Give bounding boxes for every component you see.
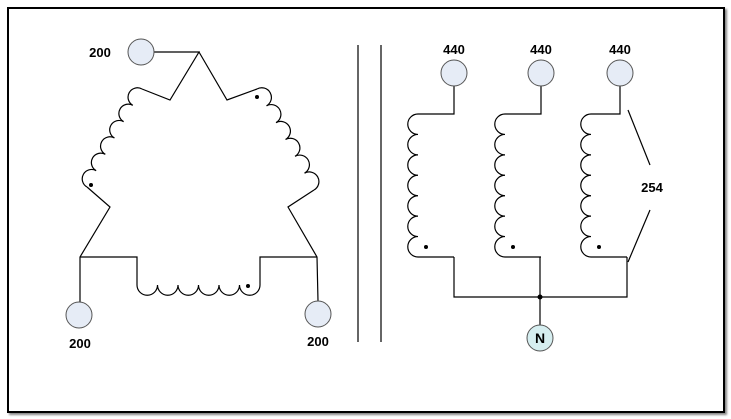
primary-label-3: 200: [307, 334, 329, 349]
secondary-label-1: 440: [443, 42, 465, 57]
polarity-dot: [424, 245, 428, 249]
coil-left: [81, 87, 143, 188]
secondary-coil: [407, 86, 455, 258]
coil-bottom: [136, 284, 261, 296]
primary-label-2: 200: [69, 336, 91, 351]
phase-voltage-label: 254: [641, 180, 663, 195]
delta-primary: 200 200 200: [65, 38, 332, 351]
secondary-label-3: 440: [609, 42, 631, 57]
polarity-dot: [597, 245, 601, 249]
terminal-primary-2: [65, 301, 93, 329]
secondary-coil: [494, 86, 542, 258]
junction-dot: [537, 294, 543, 300]
coil-right: [256, 87, 320, 191]
bracket-line: [627, 209, 651, 263]
wire-left: [79, 186, 111, 302]
wire-right: [287, 189, 319, 302]
wire-top-right: [198, 51, 258, 101]
polarity-dot: [255, 95, 259, 99]
terminal-secondary-1: [440, 59, 468, 87]
diagram-frame: [7, 7, 725, 413]
terminal-secondary-3: [606, 59, 634, 87]
neutral-terminal: [526, 324, 554, 352]
polarity-dot: [246, 284, 250, 288]
primary-label-1: 200: [89, 45, 111, 60]
neutral-label: N: [535, 330, 545, 346]
polarity-dot: [511, 245, 515, 249]
wire-bottom-right: [259, 256, 317, 285]
wire-top: [141, 51, 201, 101]
wire-bottom-left: [80, 256, 138, 285]
bracket-line: [627, 109, 651, 166]
terminal-secondary-2: [527, 59, 555, 87]
wye-secondary: 440 440 440 N 254: [407, 42, 664, 352]
terminal-primary-3: [304, 300, 332, 328]
secondary-coil: [580, 86, 627, 258]
secondary-label-2: 440: [530, 42, 552, 57]
polarity-dot: [89, 183, 93, 187]
terminal-primary-1: [127, 38, 155, 66]
